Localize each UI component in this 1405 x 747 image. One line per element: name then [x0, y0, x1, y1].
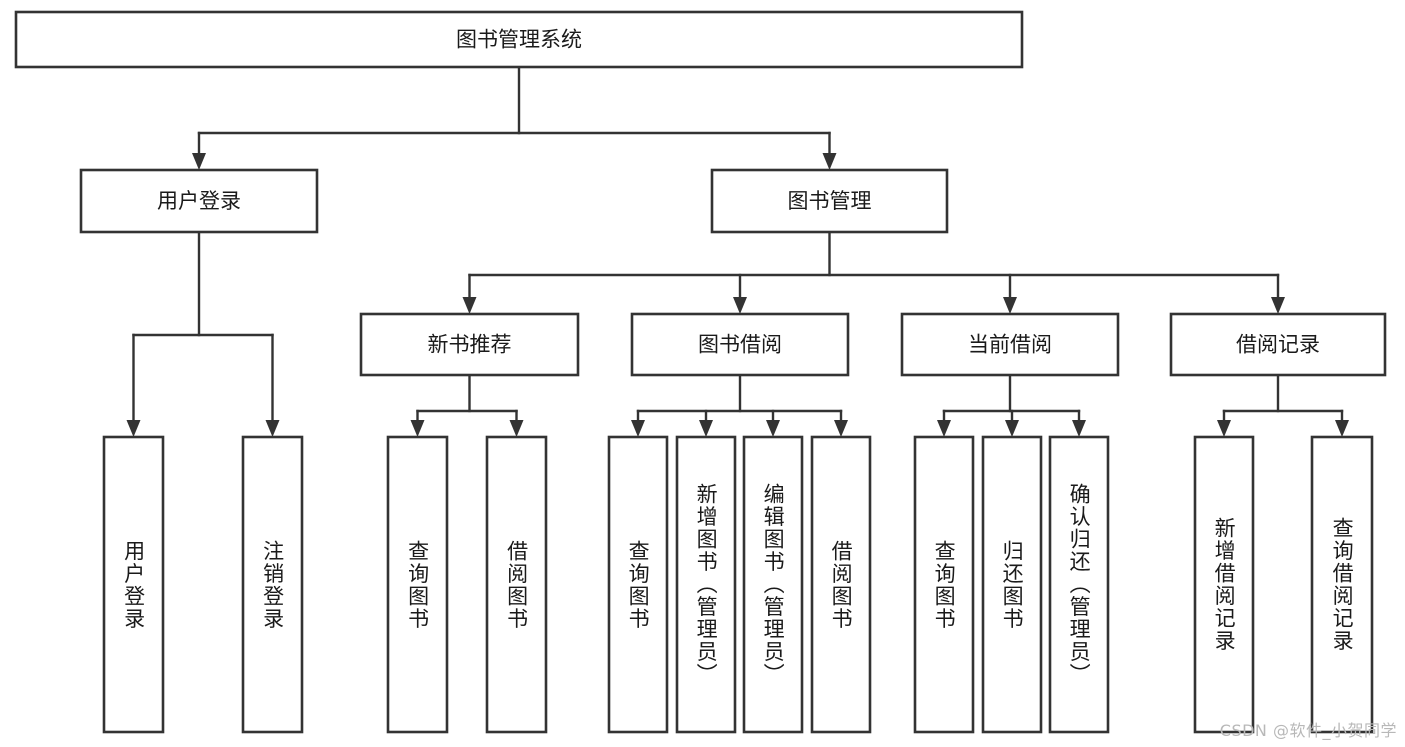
arrow-head-icon [192, 153, 206, 170]
arrow-head-icon [1072, 420, 1086, 437]
arrow-head-icon [937, 420, 951, 437]
node-level3-label-0: 新书推荐 [428, 333, 512, 357]
node-level3-3[interactable] [1169, 312, 1387, 377]
arrow-head-icon [766, 420, 780, 437]
node-leaf-8[interactable] [913, 435, 975, 734]
node-level2-1[interactable] [710, 168, 949, 234]
node-leaf-4[interactable] [607, 435, 669, 734]
node-leaf-10[interactable] [1048, 435, 1110, 734]
node-leaf-2[interactable] [386, 435, 449, 734]
connector-edges [126, 65, 1349, 437]
arrow-head-icon [1003, 297, 1017, 314]
node-leaf-9[interactable] [981, 435, 1043, 734]
node-leaf-7[interactable] [810, 435, 872, 734]
arrow-head-icon [1271, 297, 1285, 314]
arrow-head-icon [631, 420, 645, 437]
node-level3-label-1: 图书借阅 [698, 333, 782, 357]
node-leaf-12[interactable] [1310, 435, 1374, 734]
arrow-head-icon [834, 420, 848, 437]
arrow-head-icon [1217, 420, 1231, 437]
arrow-head-icon [509, 420, 524, 437]
node-level3-label-3: 借阅记录 [1236, 333, 1320, 357]
node-leaf-6[interactable] [742, 435, 804, 734]
node-root-label: 图书管理系统 [456, 28, 582, 52]
arrow-head-icon [410, 420, 425, 437]
node-level2-label-1: 图书管理 [788, 189, 872, 213]
arrow-head-icon [126, 420, 141, 437]
node-leaf-0[interactable] [102, 435, 165, 734]
arrow-head-icon [265, 420, 280, 437]
arrow-head-icon [1335, 420, 1349, 437]
arrow-head-icon [733, 297, 747, 314]
node-leaf-3[interactable] [485, 435, 548, 734]
watermark-text: CSDN @软件_小贺同学 [1219, 721, 1397, 740]
arrow-head-icon [1005, 420, 1019, 437]
node-level3-2[interactable] [900, 312, 1120, 377]
node-leaf-1[interactable] [241, 435, 304, 734]
node-boxes [14, 10, 1387, 734]
node-level2-label-0: 用户登录 [157, 189, 241, 213]
arrow-head-icon [462, 297, 477, 314]
node-level3-label-2: 当前借阅 [968, 333, 1052, 357]
arrow-head-icon [699, 420, 713, 437]
node-level3-0[interactable] [359, 312, 580, 377]
arrow-head-icon [822, 153, 837, 170]
node-leaf-5[interactable] [675, 435, 737, 734]
node-leaf-11[interactable] [1193, 435, 1255, 734]
node-level3-1[interactable] [630, 312, 850, 377]
node-root[interactable] [14, 10, 1024, 69]
node-level2-0[interactable] [79, 168, 319, 234]
